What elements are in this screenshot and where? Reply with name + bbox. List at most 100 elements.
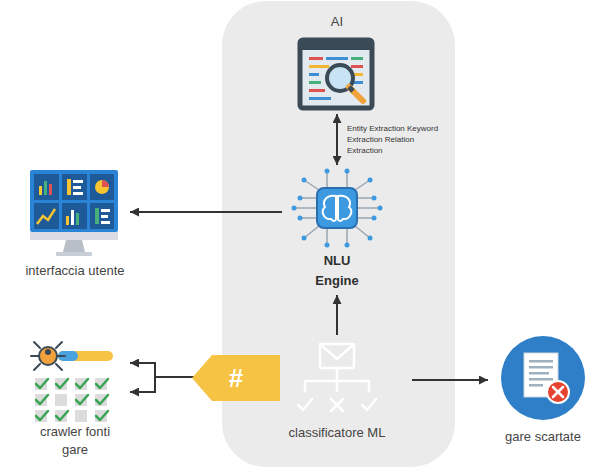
connector-group [412,380,488,381]
ai-window-icon-part [309,65,329,68]
ai-window-icon-part [309,97,331,100]
monitor-icon-part [39,186,42,195]
discard-icon-part [529,366,553,369]
discard-icon-part [529,372,549,375]
checked-documents-part [35,378,47,390]
node-label: NLU Engine [307,251,367,291]
circuit-dots-part [292,206,297,211]
brain-chip-part [317,188,357,228]
checked-documents-part [95,410,107,422]
ai-node: AI [292,8,382,114]
ai-window-icon-part [309,57,323,60]
classifier-node: classificatore ML [262,335,412,443]
crawler-icon-part [58,351,113,361]
arrow-connector [412,379,488,381]
circuit-dots-part [368,178,373,183]
circuit-dots-part [378,206,383,211]
node-label: interfaccia utente [20,261,130,281]
check-marks-part [96,411,108,420]
arrow-connector [336,295,338,335]
circuit-dots-part [298,216,303,221]
monitor-icon-part [73,180,83,183]
monitor-icon [30,170,118,256]
user-interface-node: interfaccia utente [20,165,130,280]
checked-documents-part [95,378,107,390]
monitor-icon-part [76,213,79,225]
brain-chip [317,188,357,228]
monitor-icon-part [37,209,55,224]
ai-window-icon-part [327,65,353,91]
circuit-dots-part [345,243,350,248]
circuit-dots-part [298,196,303,201]
checked-documents-part [75,410,87,422]
arrow-connector [336,114,338,165]
circuit-dots-part [372,196,377,201]
check-marks-part [76,395,88,404]
monitor-icon-part [30,232,118,240]
monitor-icon-part [90,203,114,229]
monitor-icon-part [90,174,114,200]
edge-label: Entity Extraction Keyword Extraction Rel… [347,123,441,156]
checked-documents-part [35,410,47,422]
crawler-icon-part [45,349,51,355]
monitor-icon-part [101,215,108,218]
ai-window-icon [300,40,372,108]
ai-window-icon-part [351,57,363,60]
checked-documents-part [75,394,87,406]
monitor-icon-part [56,252,92,256]
check-marks-part [76,379,88,388]
discard-icon [501,336,585,420]
ai-window-icon-part [349,87,353,91]
monitor-icon-part [101,221,110,224]
discard-icon-part [529,360,553,363]
monitor-icon-part [62,203,87,229]
brain-chip-icon [294,171,380,245]
check-marks-part [96,395,108,404]
ai-window-icon-part [300,40,372,50]
discard-icon-part [553,387,563,397]
check-marks-part [36,411,48,420]
monitor-icon-part [49,184,52,195]
circuit-dots-part [325,243,330,248]
nlu-engine-node: NLU Engine [282,165,392,295]
check-marks [36,379,108,420]
node-label: gare scartate [488,427,598,447]
circuit-dots-part [345,169,350,174]
monitor-icon-part [30,170,118,232]
monitor-icon-part [66,216,69,225]
monitor-icon-part [67,179,71,195]
monitor-icon-part [62,174,87,200]
monitor-icon-part [63,240,85,252]
discard-icon-part [529,384,543,387]
ai-window-icon-part [309,81,321,84]
connector-group [337,295,338,335]
connector-group [130,212,282,213]
checked-documents-part [95,394,107,406]
node-label: AI [292,12,382,32]
node-label: crawler fonti gare [39,423,111,459]
discard-icon-part [529,378,553,381]
check-marks-part [56,411,68,420]
discard-icon-part [547,381,569,403]
discard-icon-part [501,336,585,420]
ai-window-icon-part [351,65,363,68]
circuit-dots [292,169,383,248]
checked-documents-part [35,394,47,406]
ai-window-icon-part [309,73,319,76]
check-marks-part [36,395,48,404]
monitor-icon-part [95,180,109,194]
check-marks-part [36,379,48,388]
connector-group [337,114,338,165]
discarded-node: gare scartate [488,335,598,447]
brain-chip-part [338,196,351,221]
hashtag-symbol: # [221,363,251,393]
crawler-node: crawler fonti gare [20,340,130,462]
circuit-dots-part [302,178,307,183]
crawler-icon [31,342,113,370]
crawler-icon-part [39,347,57,365]
envelope-icon-part [305,369,369,391]
